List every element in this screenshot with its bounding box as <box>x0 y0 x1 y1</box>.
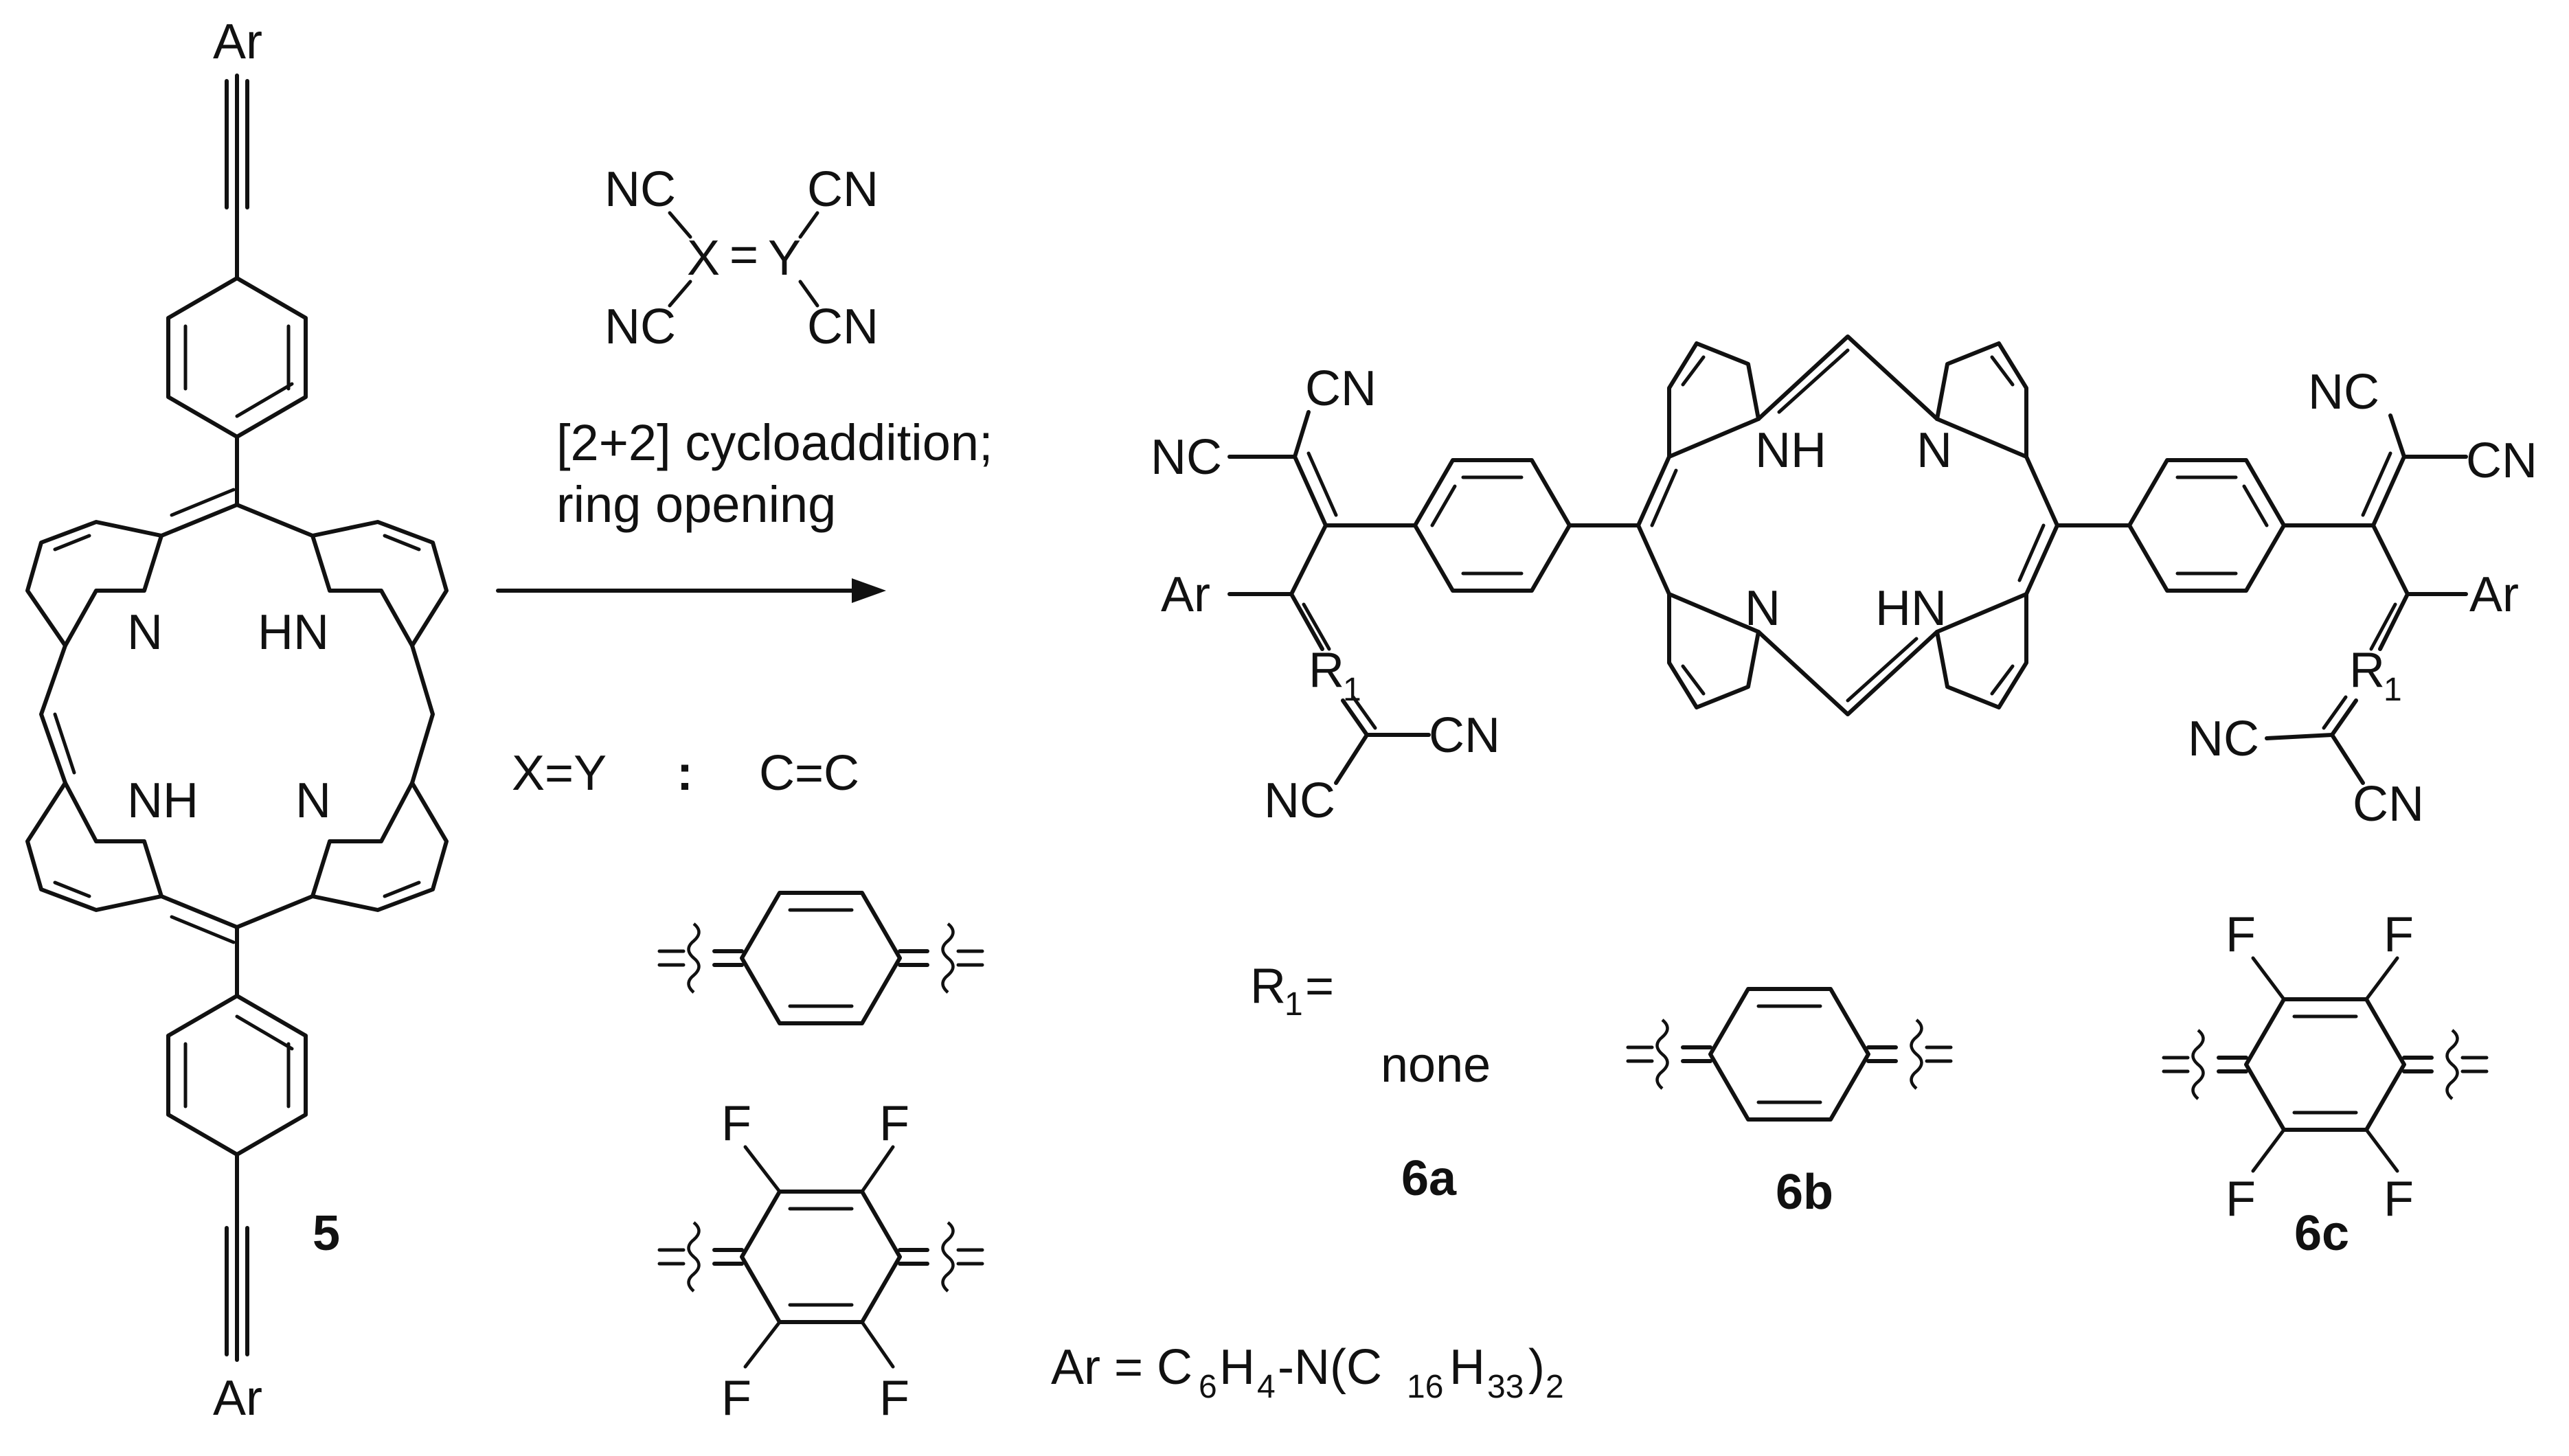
r1-def-equals: = <box>1305 959 1334 1014</box>
ar-top-label: Ar <box>213 14 262 69</box>
6c-f-tl: F <box>2226 907 2256 962</box>
compound-5-number: 5 <box>313 1206 340 1261</box>
ar-definition: Ar = C 6 H 4 -N(C 16 H 33 ) 2 <box>1051 1340 1564 1405</box>
ar-def-h: H <box>1219 1340 1255 1395</box>
reagent-equals: = <box>729 227 758 282</box>
ar-def-sub-2: 2 <box>1546 1369 1564 1405</box>
fluoro-f-tl: F <box>721 1096 751 1151</box>
pyrrole-nh-lower-left: NH <box>127 773 199 828</box>
reagent-cn-bottom-right: CN <box>807 299 879 354</box>
product-left-cn-2: CN <box>1429 708 1500 763</box>
product-right-ar: Ar <box>2469 567 2519 622</box>
6c-f-tr: F <box>2384 907 2414 962</box>
product-right-r1-sub: 1 <box>2384 672 2402 708</box>
product-left-cn-top: CN <box>1305 361 1377 416</box>
ar-def-close: ) <box>1528 1340 1545 1395</box>
reagent-nc-top-left: NC <box>604 162 676 217</box>
label-6a: 6a <box>1401 1151 1457 1206</box>
xy-rhs-cc: C=C <box>759 746 859 801</box>
product-nh: NH <box>1755 423 1826 478</box>
6c-f-br: F <box>2384 1172 2414 1227</box>
r1-def-sub: 1 <box>1284 986 1303 1023</box>
reagent-x: X <box>687 231 720 286</box>
ar-bottom-label: Ar <box>213 1371 262 1426</box>
fluoro-f-tr: F <box>879 1096 909 1151</box>
fluoro-f-bl: F <box>721 1371 751 1426</box>
reagent-cn-top-right: CN <box>807 162 879 217</box>
pyrrole-n-upper-left: N <box>127 605 163 660</box>
product-left-nc-2: NC <box>1264 773 1335 828</box>
ar-def-sub-16: 16 <box>1407 1369 1443 1405</box>
product-left-nc: NC <box>1151 430 1222 485</box>
6c-f-bl: F <box>2226 1172 2256 1227</box>
xy-colon: : <box>677 746 693 801</box>
compound-5: Ar N HN NH N <box>25 14 449 1426</box>
conditions-line-1: [2+2] cycloaddition; <box>556 414 993 471</box>
fluoro-f-br: F <box>879 1371 909 1426</box>
ar-def-sub-4: 4 <box>1257 1369 1276 1405</box>
r1-def-label: R <box>1250 959 1286 1014</box>
conditions-line-2: ring opening <box>556 476 836 533</box>
product-right-cn-2: CN <box>2353 777 2424 832</box>
product-n-lower-left: N <box>1745 581 1780 636</box>
label-6c: 6c <box>2294 1206 2349 1261</box>
product-right-cn: CN <box>2466 433 2537 488</box>
reagent-tetracyano: NC CN X = Y NC CN <box>604 162 879 354</box>
reaction-arrow <box>496 578 886 603</box>
product-n-upper-right: N <box>1916 423 1952 478</box>
product-right-r1: R <box>2349 643 2385 698</box>
product-right-nc: NC <box>2308 365 2379 420</box>
reagent-nc-bottom-left: NC <box>604 299 676 354</box>
ar-def-n: -N(C <box>1278 1340 1382 1395</box>
pyrrole-hn-upper-right: HN <box>258 605 329 660</box>
ar-def-sub-33: 33 <box>1487 1369 1524 1405</box>
label-6b: 6b <box>1776 1165 1833 1220</box>
ar-def-sub-6: 6 <box>1199 1369 1217 1405</box>
ar-def-h2: H <box>1449 1340 1485 1395</box>
product-hn: HN <box>1875 581 1947 636</box>
quinoid-6b <box>1626 987 1953 1122</box>
product-right-nc-2: NC <box>2188 712 2259 766</box>
xy-lhs: X=Y <box>512 746 607 801</box>
tetrafluoro-ring-option: F F F F <box>657 1096 984 1426</box>
tetrafluoro-6c: F F F F <box>2162 907 2489 1227</box>
reagent-y: Y <box>768 231 801 286</box>
product-left-r1: R <box>1309 643 1344 698</box>
quinoid-ring-option <box>657 891 984 1025</box>
ar-def-ar: Ar = C <box>1051 1340 1192 1395</box>
r1-none: none <box>1381 1038 1491 1093</box>
product-left-ar: Ar <box>1161 567 1210 622</box>
product-structure: CN NC Ar R 1 CN NC <box>1151 334 2537 832</box>
pyrrole-n-lower-right: N <box>295 773 331 828</box>
